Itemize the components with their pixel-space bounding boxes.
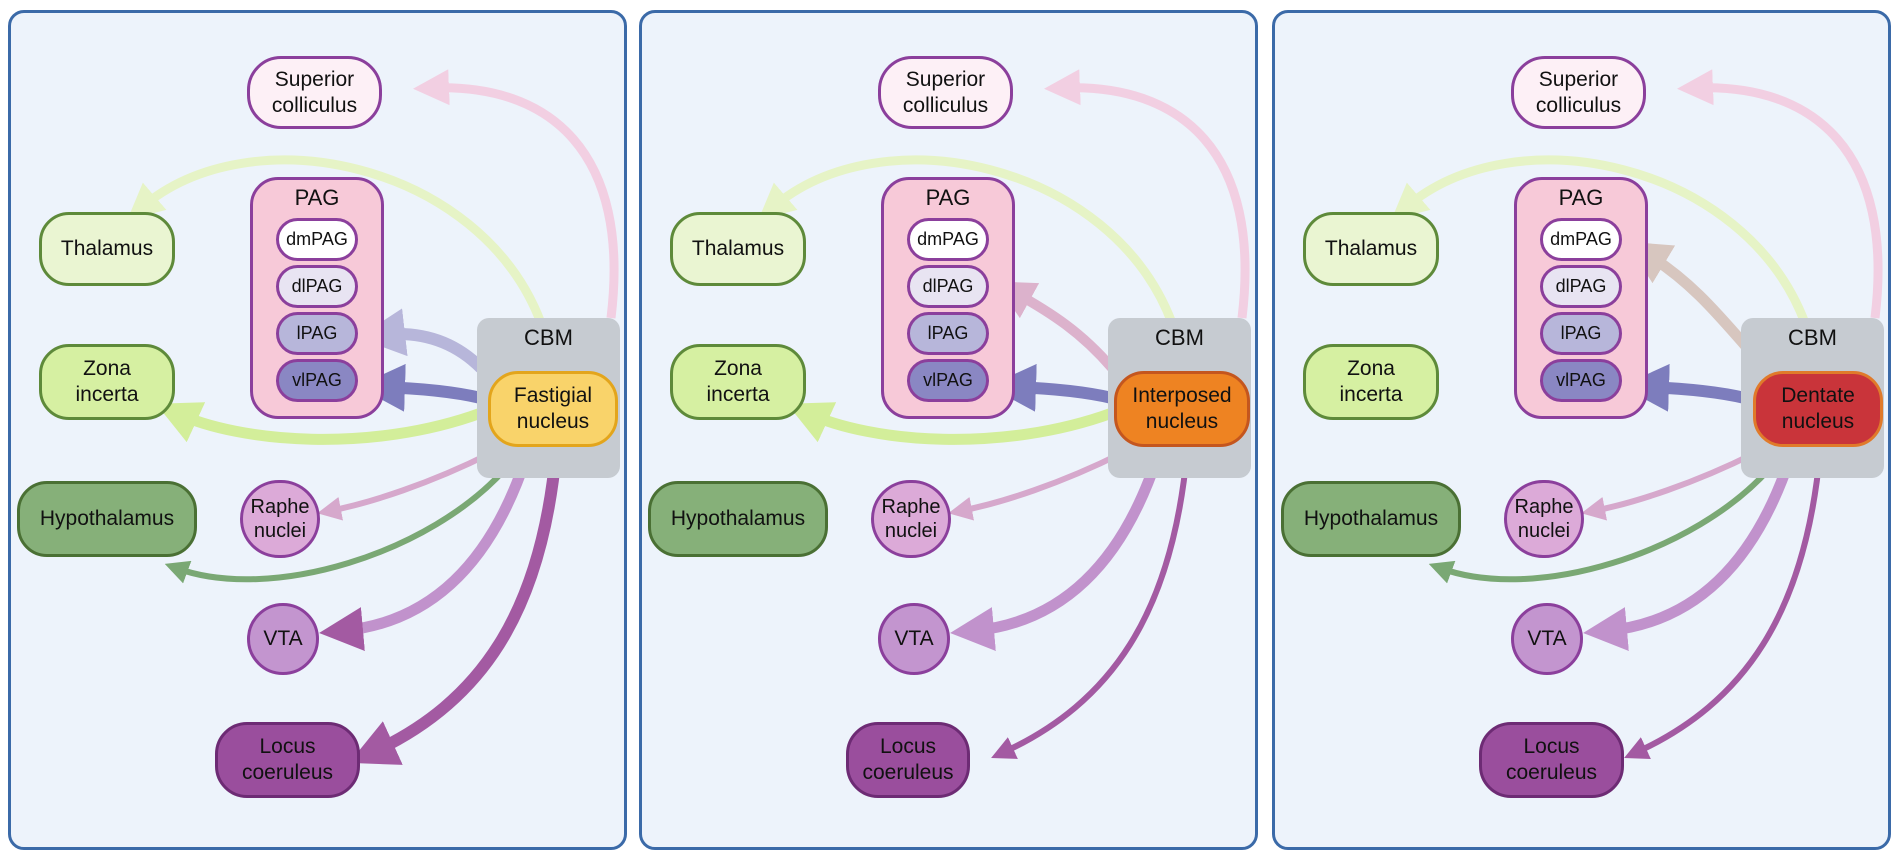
pag-sub-vlpag: vlPAG <box>907 359 989 402</box>
node-hypothalamus: Hypothalamus <box>17 481 197 557</box>
pag-sub-vlpag: vlPAG <box>1540 359 1622 402</box>
projection-arrows <box>127 69 619 765</box>
panel-interposed: PAG dmPAG dlPAG lPAG vlPAG CBM Interpose… <box>639 10 1258 850</box>
pag-sub-dlpag: dlPAG <box>907 265 989 308</box>
arrow-to-raphe-nuclei <box>1581 450 1757 521</box>
arrow-to-hypothalamus <box>1428 466 1773 584</box>
node-zona-incerta: Zona incerta <box>39 344 175 420</box>
node-vta: VTA <box>878 603 950 675</box>
arrow-to-dlpag <box>994 281 1116 372</box>
arrow-to-thalamus <box>758 155 1177 325</box>
panel-fastigial: PAG dmPAG dlPAG lPAG vlPAG CBM Fastigial… <box>8 10 627 850</box>
node-superior-colliculus: Superior colliculus <box>1511 56 1646 129</box>
arrow-to-vta <box>950 456 1163 651</box>
nucleus-dentate: Dentate nucleus <box>1753 371 1883 447</box>
pag-sub-lpag: lPAG <box>276 312 358 355</box>
node-raphe-nuclei: Raphe nuclei <box>1504 480 1584 558</box>
arrow-to-hypothalamus <box>164 466 509 584</box>
arrow-to-raphe-nuclei <box>948 450 1124 521</box>
pag-sub-lpag: lPAG <box>1540 312 1622 355</box>
node-superior-colliculus: Superior colliculus <box>247 56 382 129</box>
node-raphe-nuclei: Raphe nuclei <box>871 480 951 558</box>
arrow-to-raphe-nuclei <box>317 450 493 521</box>
arrow-to-superior-colliculus <box>413 69 619 319</box>
panel-dentate: PAG dmPAG dlPAG lPAG vlPAG CBM Dentate n… <box>1272 10 1891 850</box>
arrow-to-vta <box>1583 456 1796 651</box>
pag-sub-lpag: lPAG <box>907 312 989 355</box>
pag-label: PAG <box>925 185 971 210</box>
pag-sub-dmpag: dmPAG <box>1540 218 1622 261</box>
projection-arrows <box>758 69 1250 759</box>
cbm-label: CBM <box>524 325 573 350</box>
pag-sub-dlpag: dlPAG <box>1540 265 1622 308</box>
arrow-to-locus-coeruleus <box>349 452 562 765</box>
node-locus-coeruleus: Locus coeruleus <box>846 722 970 798</box>
node-superior-colliculus: Superior colliculus <box>878 56 1013 129</box>
pag-label: PAG <box>1558 185 1604 210</box>
nucleus-fastigial: Fastigial nucleus <box>488 371 618 447</box>
node-hypothalamus: Hypothalamus <box>648 481 828 557</box>
projection-arrows <box>1391 69 1883 759</box>
arrow-to-vlpag <box>357 363 483 412</box>
node-thalamus: Thalamus <box>1303 212 1439 286</box>
pag-label: PAG <box>294 185 340 210</box>
pag-sub-dlpag: dlPAG <box>276 265 358 308</box>
node-hypothalamus: Hypothalamus <box>1281 481 1461 557</box>
arrow-to-thalamus <box>1391 155 1810 325</box>
node-zona-incerta: Zona incerta <box>670 344 806 420</box>
node-locus-coeruleus: Locus coeruleus <box>1479 722 1624 798</box>
arrow-to-locus-coeruleus <box>991 452 1190 759</box>
arrow-to-superior-colliculus <box>1677 69 1883 319</box>
arrow-to-superior-colliculus <box>1044 69 1250 319</box>
arrow-to-lpag <box>357 308 486 373</box>
arrow-to-locus-coeruleus <box>1624 452 1823 759</box>
pag-sub-vlpag: vlPAG <box>276 359 358 402</box>
arrow-to-vlpag <box>988 363 1114 412</box>
pag-sub-dmpag: dmPAG <box>276 218 358 261</box>
node-raphe-nuclei: Raphe nuclei <box>240 480 320 558</box>
node-locus-coeruleus: Locus coeruleus <box>215 722 360 798</box>
node-thalamus: Thalamus <box>670 212 806 286</box>
node-vta: VTA <box>247 603 319 675</box>
cbm-label: CBM <box>1155 325 1204 350</box>
node-thalamus: Thalamus <box>39 212 175 286</box>
node-zona-incerta: Zona incerta <box>1303 344 1439 420</box>
arrow-to-vta <box>319 456 532 651</box>
node-vta: VTA <box>1511 603 1583 675</box>
arrow-to-zona-incerta <box>787 402 1114 445</box>
arrow-to-zona-incerta <box>156 402 483 445</box>
arrow-to-vlpag <box>1621 363 1747 412</box>
cbm-label: CBM <box>1788 325 1837 350</box>
arrow-to-thalamus <box>127 155 546 325</box>
nucleus-interposed: Interposed nucleus <box>1114 371 1250 447</box>
pag-sub-dmpag: dmPAG <box>907 218 989 261</box>
